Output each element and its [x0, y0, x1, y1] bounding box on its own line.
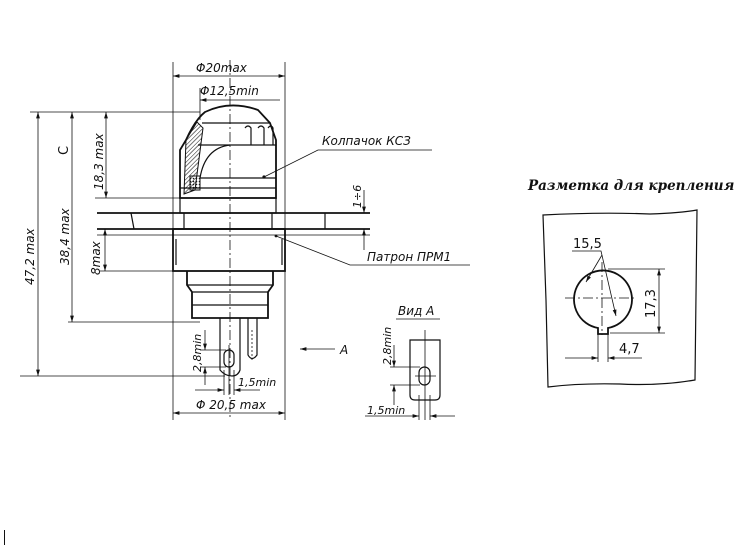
callout-socket-leader [275, 235, 470, 266]
mounting-layout: Разметка для крепления 15,5 17,3 4,7 [527, 178, 734, 388]
dim-1-5-min: 1,5min [238, 376, 276, 389]
dim-47-2-max: 47,2 max [23, 227, 37, 285]
label-c: C [57, 146, 72, 155]
panel-outline [542, 209, 698, 388]
callout-socket: Патрон ПРМ1 [367, 250, 451, 264]
dim-18-3-max: 18,3 max [92, 132, 106, 190]
cap-hatch [183, 121, 204, 195]
dim-d20-max: Φ20max [196, 61, 248, 75]
view-a-dim-1-5-min: 1,5min [367, 404, 405, 417]
dim-1-6: 1÷6 [351, 185, 364, 208]
keyhole-cutout [573, 269, 633, 335]
dim-d12-5-min: Φ12,5min [200, 84, 259, 98]
dim-diameter: 15,5 [573, 237, 602, 252]
cap-body [179, 104, 277, 199]
dim-38-4-max: 38,4 max [58, 207, 72, 265]
terminals [219, 318, 258, 395]
dim-8-max: 8max [89, 240, 103, 275]
socket-body [172, 228, 286, 319]
text-cursor [4, 530, 5, 545]
view-a: Вид А 2,8min 1,5min [365, 304, 455, 420]
cap-filler [189, 175, 201, 191]
main-view: Φ20max Φ12,5min 47,2 max 38,4 max C 18,3… [20, 60, 470, 420]
view-a-dim-2-8-min: 2,8min [381, 327, 394, 365]
callout-cap-leader [263, 149, 432, 178]
view-a-title: Вид А [398, 304, 434, 318]
dim-slot: 4,7 [619, 342, 640, 357]
dim-height: 17,3 [644, 289, 659, 318]
dim-d20-5-max: Φ 20,5 max [196, 398, 267, 412]
label-a: A [339, 343, 348, 357]
dim-2-8-min: 2,8min [191, 334, 204, 372]
terminal-tab [409, 339, 441, 401]
mounting-title: Разметка для крепления [527, 178, 734, 194]
callout-cap: Колпачок КСЗ [322, 134, 411, 148]
